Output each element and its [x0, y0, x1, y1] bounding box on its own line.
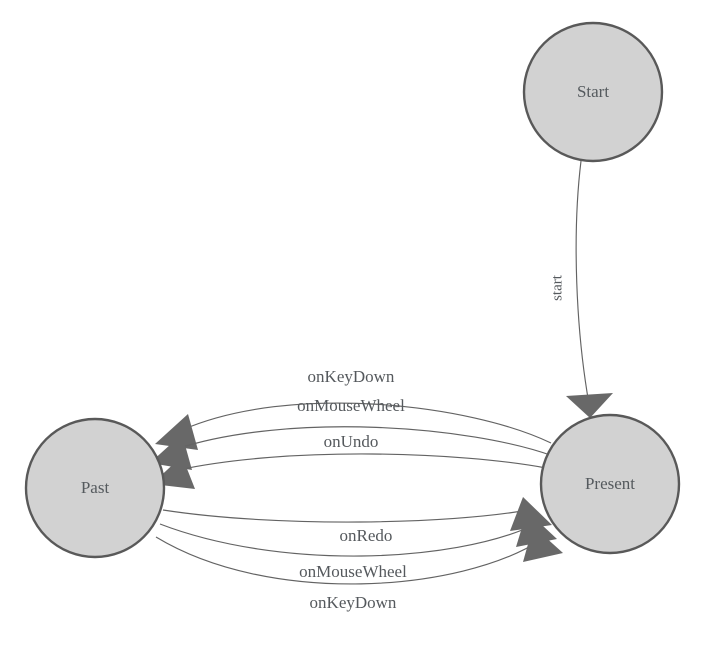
edge-line — [155, 536, 542, 585]
node-past[interactable]: Past — [24, 417, 166, 559]
node-start[interactable]: Start — [522, 21, 664, 163]
arrowhead-icon — [510, 497, 552, 531]
edge-label-present-to-past-onundo: onUndo — [324, 432, 379, 451]
edge-labels-layer: start onKeyDown onMouseWheel onUndo onRedo on… — [297, 274, 565, 612]
edge-label-past-to-present-onmousewheel: onMouseWheel — [299, 562, 407, 581]
edge-past-to-present-onredo[interactable] — [162, 497, 552, 531]
edge-label-past-to-present-onredo: onRedo — [340, 526, 393, 545]
arrowhead-icon — [155, 414, 198, 450]
node-shape-past[interactable] — [24, 417, 166, 559]
edge-present-to-past-onundo[interactable] — [152, 453, 547, 489]
edge-line — [175, 426, 554, 457]
edge-line — [159, 523, 535, 557]
node-label-past: Past — [81, 478, 110, 497]
edge-past-to-present-onmousewheel[interactable] — [159, 511, 557, 557]
edge-label-start-to-present: start — [549, 274, 565, 301]
arrowhead-icon — [566, 393, 613, 418]
node-label-present: Present — [585, 474, 635, 493]
edge-line — [177, 453, 547, 471]
edge-line — [181, 402, 552, 444]
arrowhead-icon — [523, 526, 563, 562]
edge-label-past-to-present-onkeydown: onKeyDown — [310, 593, 397, 612]
edge-line — [162, 509, 529, 523]
node-present[interactable]: Present — [539, 413, 681, 555]
edge-label-present-to-past-onmousewheel: onMouseWheel — [297, 396, 405, 415]
node-shape-present[interactable] — [539, 413, 681, 555]
edge-past-to-present-onkeydown[interactable] — [155, 526, 563, 585]
node-shape-start[interactable] — [522, 21, 664, 163]
edge-label-present-to-past-onkeydown: onKeyDown — [308, 367, 395, 386]
node-label-start: Start — [577, 82, 609, 101]
edge-start-to-present[interactable] — [566, 160, 613, 418]
edges-layer — [150, 160, 613, 585]
arrowhead-icon — [516, 511, 557, 547]
edge-present-to-past-onkeydown[interactable] — [155, 402, 552, 450]
edge-line — [575, 160, 590, 405]
